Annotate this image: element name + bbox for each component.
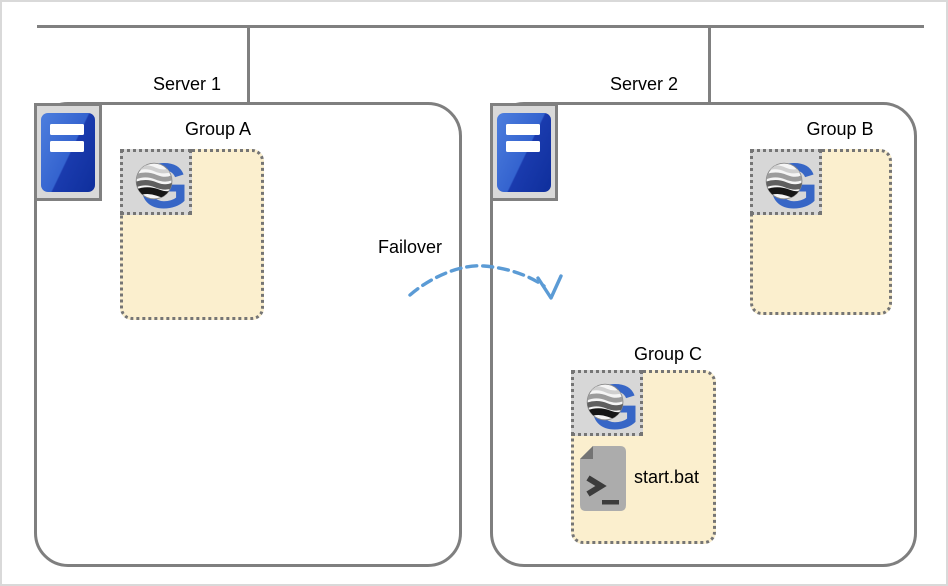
batch-file-name: start.bat — [634, 467, 700, 487]
batch-script-file-icon — [579, 445, 627, 517]
g-logo-globe-icon — [755, 154, 817, 210]
g-logo-globe-icon — [576, 375, 638, 431]
server2-icon-tile — [490, 103, 558, 201]
group-a-box — [120, 149, 264, 320]
server1-connector-line — [247, 28, 250, 104]
server2-connector-line — [708, 28, 711, 104]
server-tower-icon — [493, 106, 555, 198]
group-a-label: Group A — [184, 119, 252, 139]
server1-label: Server 1 — [152, 74, 222, 94]
group-b-icon-tile — [750, 149, 822, 215]
group-c-label: Group C — [633, 344, 703, 364]
group-c-icon-tile — [571, 370, 643, 436]
failover-label: Failover — [377, 237, 443, 257]
group-a-icon-tile — [120, 149, 192, 215]
network-bus-line — [37, 25, 924, 28]
server1-icon-tile — [34, 103, 102, 201]
g-logo-globe-icon — [125, 154, 187, 210]
server-tower-icon — [37, 106, 99, 198]
group-b-label: Group B — [806, 119, 874, 139]
server2-label: Server 2 — [609, 74, 679, 94]
